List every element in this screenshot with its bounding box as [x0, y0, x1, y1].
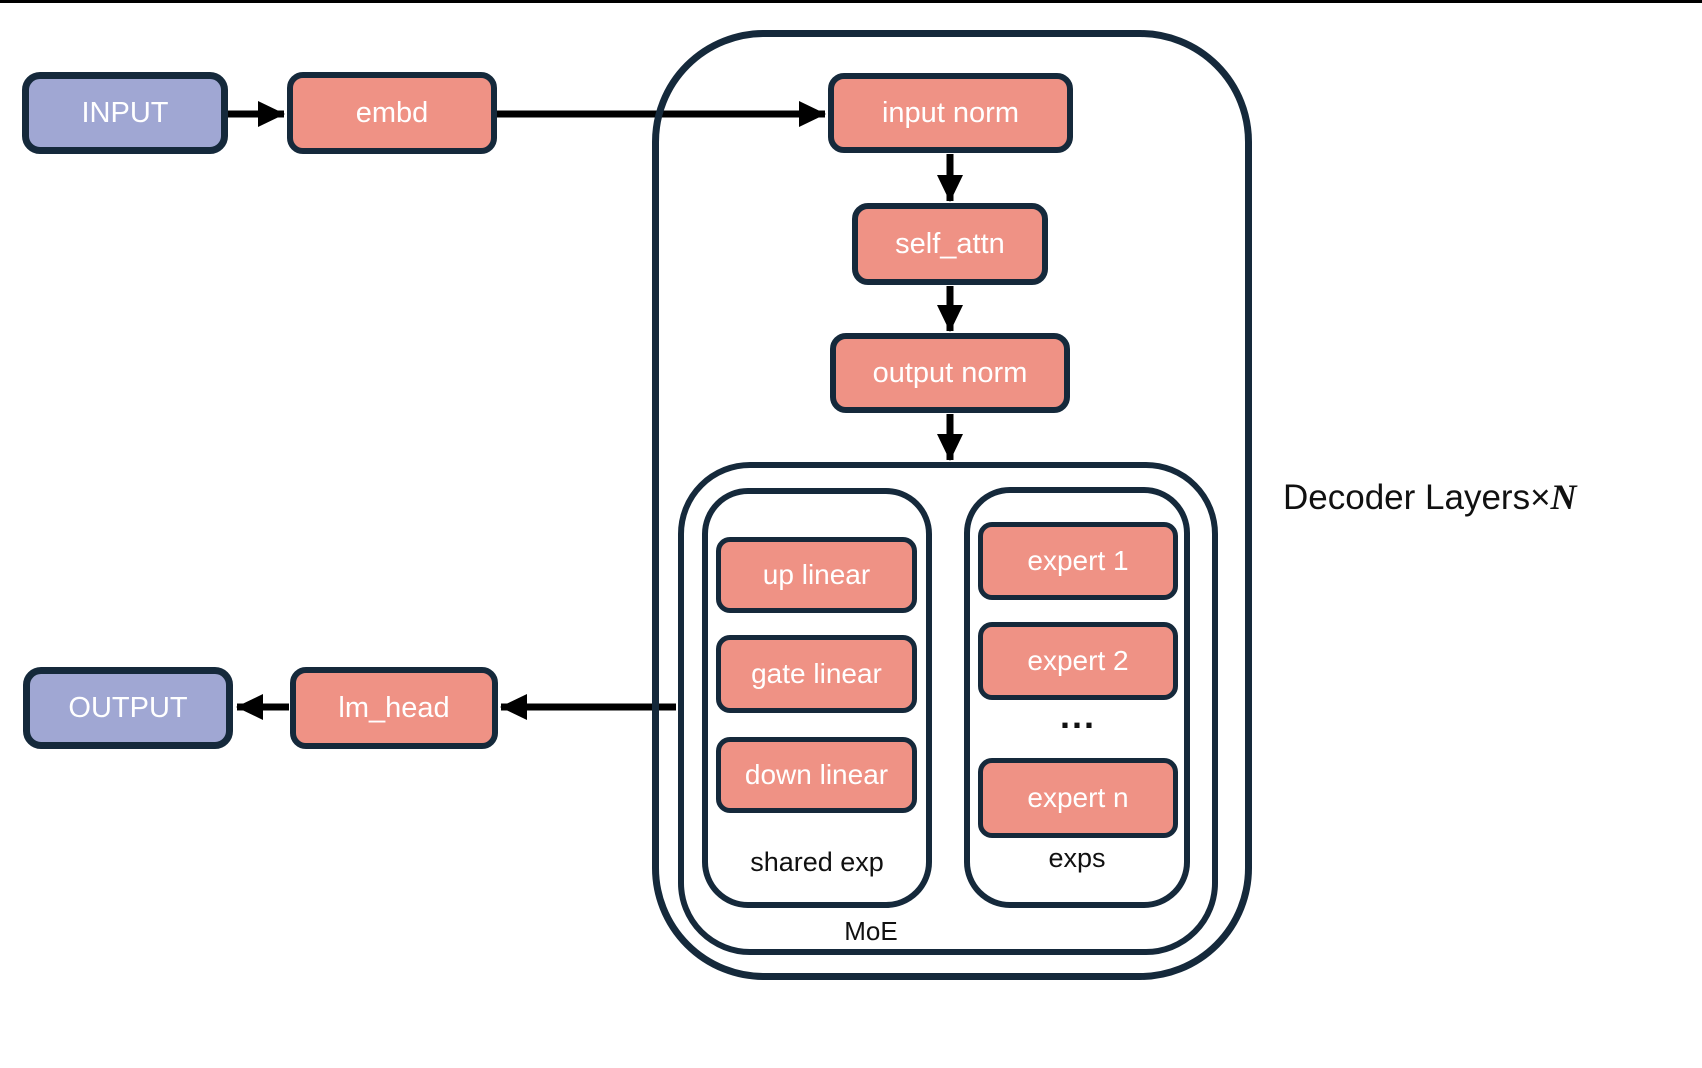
node-down-linear: down linear	[716, 737, 917, 813]
node-gate-linear: gate linear	[716, 635, 917, 713]
node-expert-2: expert 2	[978, 622, 1178, 700]
label-moe: MoE	[844, 916, 898, 946]
node-lm-head: lm_head	[290, 667, 498, 749]
node-output-norm: output norm	[830, 333, 1070, 413]
node-up-linear: up linear	[716, 537, 917, 613]
top-border-line	[0, 0, 1702, 3]
container-decoder-layers	[652, 30, 1252, 980]
label-shared-exp: shared exp	[750, 847, 884, 877]
node-self-attn: self_attn	[852, 203, 1048, 285]
decoder-layers-n: N	[1550, 477, 1577, 517]
label-decoder-layers: Decoder Layers×N	[1283, 476, 1577, 518]
container-moe: MoE	[678, 462, 1218, 955]
node-expert-n: expert n	[978, 758, 1178, 838]
node-output: OUTPUT	[23, 667, 233, 749]
node-expert-1: expert 1	[978, 522, 1178, 600]
container-exps: exps	[964, 487, 1190, 908]
node-embd: embd	[287, 72, 497, 154]
container-shared-exp: shared exp	[702, 488, 932, 908]
experts-ellipsis: ...	[1059, 695, 1096, 736]
label-exps: exps	[1048, 843, 1106, 873]
decoder-layers-text: Decoder Layers×	[1283, 478, 1551, 517]
node-input: INPUT	[22, 72, 228, 154]
node-input-norm: input norm	[828, 73, 1073, 153]
